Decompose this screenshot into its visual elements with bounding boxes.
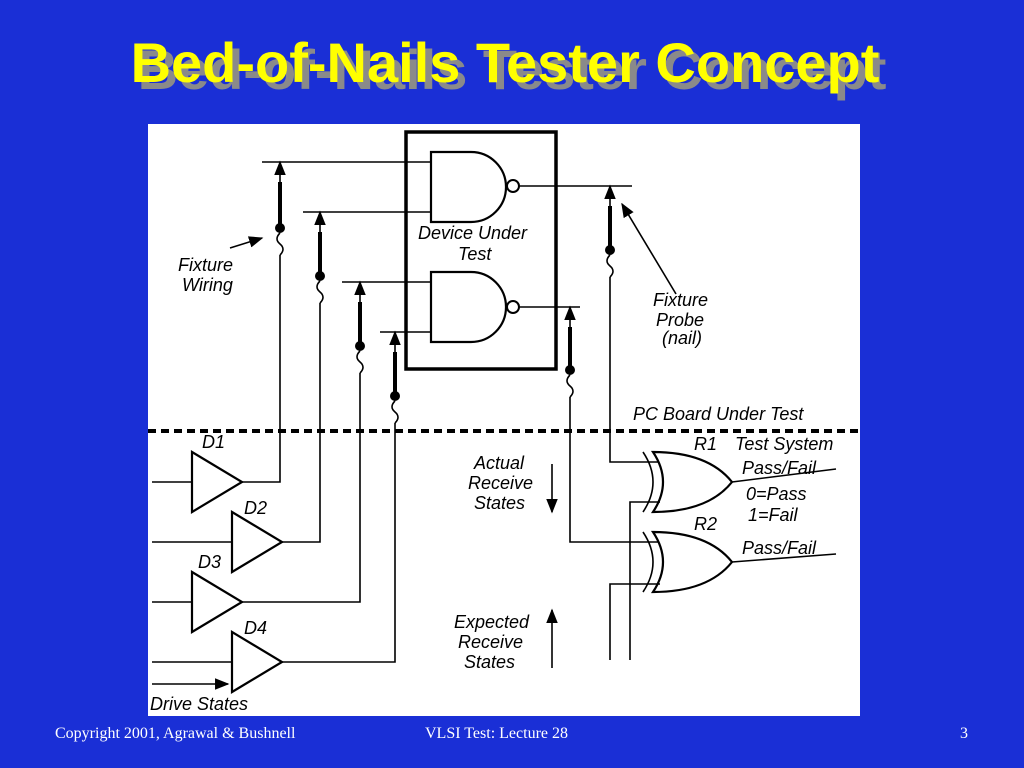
inverter-bubble-1: [506, 179, 520, 193]
label-fixture-wiring-1: Fixture: [178, 255, 233, 275]
label-pass-fail-1: Pass/Fail: [742, 458, 817, 478]
fixture-probes: [274, 160, 616, 424]
label-pass-value: 0=Pass: [746, 484, 807, 504]
fixture-wiring-arrow: [229, 236, 264, 249]
footer-course: VLSI Test: Lecture 28: [425, 725, 568, 742]
label-d1: D1: [202, 432, 225, 452]
label-fixture-wiring-2: Wiring: [182, 275, 233, 295]
footer-copyright: Copyright 2001, Agrawal & Bushnell: [55, 725, 296, 742]
label-fixture-probe-2: Probe: [656, 310, 704, 330]
and-gate-1: [429, 150, 508, 224]
label-device-under-test-2: Test: [458, 244, 492, 264]
label-actual-1: Actual: [473, 453, 525, 473]
label-drive-states: Drive States: [150, 694, 248, 714]
drivers: [152, 255, 396, 694]
xor-gate-r2: [650, 530, 734, 594]
label-pc-board: PC Board Under Test: [633, 404, 804, 424]
label-r1: R1: [694, 434, 717, 454]
slide-title-text: Bed-of-Nails Tester Concept: [130, 31, 880, 94]
label-fail-value: 1=Fail: [748, 505, 799, 525]
and-gate-2: [429, 270, 508, 344]
xor-comparators: [569, 277, 837, 660]
label-expected-3: States: [464, 652, 515, 672]
label-expected-1: Expected: [454, 612, 530, 632]
fixture-probe-arrow: [621, 202, 677, 295]
label-expected-2: Receive: [458, 632, 523, 652]
inverter-bubble-2: [506, 300, 520, 314]
label-d2: D2: [244, 498, 267, 518]
label-fixture-probe-1: Fixture: [653, 290, 708, 310]
label-pass-fail-2: Pass/Fail: [742, 538, 817, 558]
driver-d1: [190, 450, 245, 514]
label-device-under-test-1: Device Under: [418, 223, 528, 243]
label-d3: D3: [198, 552, 221, 572]
driver-d3: [190, 570, 245, 634]
label-actual-2: Receive: [468, 473, 533, 493]
slide-title-shadow: Bed-of-Nails Tester Concept: [137, 38, 887, 101]
driver-d2: [230, 510, 285, 574]
footer-page-number: 3: [960, 725, 968, 742]
xor-gate-r1: [650, 450, 734, 514]
bed-of-nails-diagram: Device Under Test Fixture Wiring Fixture…: [148, 130, 860, 714]
label-fixture-probe-3: (nail): [662, 328, 702, 348]
label-test-system: Test System: [735, 434, 833, 454]
device-under-test-box: [404, 130, 558, 371]
label-r2: R2: [694, 514, 717, 534]
label-actual-3: States: [474, 493, 525, 513]
driver-d4: [230, 630, 285, 694]
diagram-panel: Device Under Test Fixture Wiring Fixture…: [148, 124, 860, 716]
label-d4: D4: [244, 618, 267, 638]
